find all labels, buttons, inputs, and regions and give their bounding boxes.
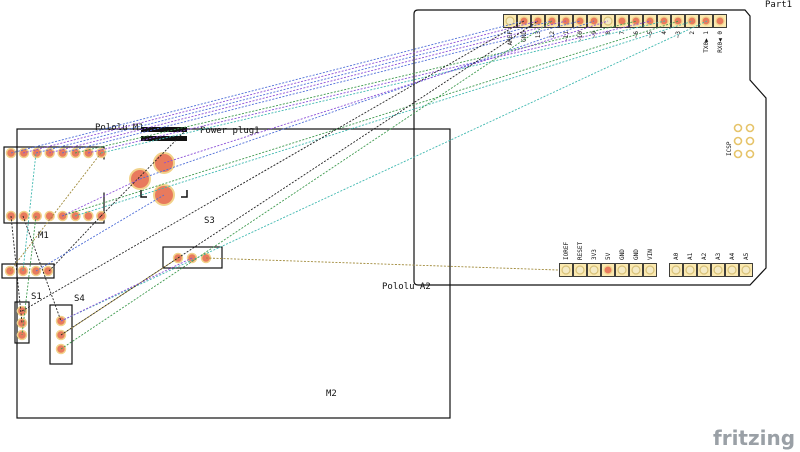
wire — [60, 20, 553, 350]
wire — [48, 215, 102, 272]
wire — [100, 129, 187, 217]
arduino-power-pin-label: 5V — [605, 252, 612, 260]
arduino-analog-pin — [685, 265, 695, 275]
arduino-part-label: Part1 — [765, 0, 792, 10]
arduino-top-pin-label: 7 — [619, 31, 626, 35]
arduino-top-pin-label: ~11 — [563, 31, 570, 42]
arduino-top-pin-label: TX0▶ 1 — [703, 31, 710, 53]
arduino-power-pin — [603, 265, 613, 275]
wire — [61, 178, 141, 217]
pololu-a2-board — [16, 128, 451, 419]
arduino-power-pin-label: GND — [633, 249, 640, 260]
s4-label: S4 — [74, 294, 85, 304]
header-strip-4pin — [1, 263, 55, 279]
arduino-top-pin — [673, 16, 683, 26]
m2-label: M2 — [326, 389, 337, 399]
arduino-power-pin-label: RESET — [577, 242, 584, 260]
arduino-analog-pin-label: A0 — [673, 252, 680, 260]
arduino-analog-pin — [671, 265, 681, 275]
arduino-top-pin-label: AREF — [507, 31, 514, 46]
arduino-top-pin — [645, 16, 655, 26]
pololu-m1-pin — [31, 210, 43, 222]
s1-label: S1 — [31, 292, 42, 302]
wire — [139, 20, 595, 180]
wire — [205, 257, 559, 271]
ratsnest-wires — [9, 20, 708, 350]
arduino-top-pin-label: 2 — [689, 31, 696, 35]
pololu-m1-driver — [3, 146, 109, 224]
arduino-analog-pin-label: A3 — [715, 252, 722, 260]
icsp-header — [733, 123, 755, 159]
arduino-analog-pin — [713, 265, 723, 275]
wire — [163, 20, 609, 164]
m1-label: M1 — [38, 231, 49, 241]
wire — [35, 20, 553, 154]
s1-switch — [14, 301, 30, 344]
wire — [60, 257, 179, 336]
wire — [61, 20, 581, 154]
wire — [60, 257, 193, 322]
arduino-power-pin — [631, 265, 641, 275]
arduino-power-pin — [617, 265, 627, 275]
wire — [74, 20, 638, 154]
power-plug — [129, 127, 188, 206]
arduino-top-pin-label: 12 — [549, 31, 556, 39]
arduino-top-pin — [631, 16, 641, 26]
arduino-analog-pin-label: A2 — [701, 252, 708, 260]
arduino-analog-pin — [741, 265, 751, 275]
arduino-header-power: IOREF RESET 3V3 5V GND GND VIN — [559, 242, 657, 277]
s3-label: S3 — [204, 216, 215, 226]
arduino-analog-pin-label: A1 — [687, 252, 694, 260]
arduino-analog-pin-label: A4 — [729, 252, 736, 260]
s3-switch — [162, 246, 223, 269]
wire — [61, 20, 680, 217]
arduino-board-outline — [413, 9, 767, 286]
arduino-power-pin-label: VIN — [647, 249, 654, 260]
pololu-m1-pin — [44, 210, 55, 222]
pololu-m1-pin — [18, 210, 30, 222]
arduino-power-pin — [561, 265, 571, 275]
wire — [22, 152, 37, 272]
wire — [87, 20, 652, 154]
wire — [9, 152, 102, 272]
arduino-analog-pin-label: A5 — [743, 252, 750, 260]
pololu-a2-label: Pololu A2 — [382, 282, 431, 292]
wire — [35, 194, 165, 272]
arduino-top-pin-label: RX0◀ 0 — [717, 31, 724, 53]
arduino-power-pin-label: 3V3 — [591, 249, 598, 260]
arduino-power-pin-label: GND — [619, 249, 626, 260]
wire — [48, 20, 567, 154]
arduino-top-pin-label: ~10 — [577, 31, 584, 42]
arduino-analog-pin — [699, 265, 709, 275]
arduino-top-pin-label: 8 — [605, 31, 612, 35]
arduino-power-pin — [589, 265, 599, 275]
arduino-power-pin — [645, 265, 655, 275]
arduino-top-pin — [715, 16, 725, 26]
arduino-header-analog: A0 A1 A2 A3 A4 A5 — [669, 252, 753, 277]
arduino-analog-pin — [727, 265, 737, 275]
power-plug-label: Power plug1 — [200, 126, 260, 136]
icsp-label: ICSP — [726, 141, 733, 156]
arduino-top-pin — [575, 16, 585, 26]
wire — [22, 20, 539, 154]
arduino-top-pin — [687, 16, 697, 26]
wire — [22, 215, 62, 322]
fritzing-logo: fritzing — [713, 426, 795, 450]
arduino-top-pin-label: ~9 — [591, 31, 598, 39]
wire — [10, 20, 525, 154]
wire — [10, 215, 23, 324]
arduino-power-pin-label: IOREF — [563, 242, 570, 260]
arduino-power-pin — [575, 265, 585, 275]
arduino-top-pin-label: 13 — [535, 31, 542, 39]
arduino-top-pin-label: 4 — [661, 31, 668, 35]
arduino-top-pin — [617, 16, 627, 26]
pololu-m1-pins — [5, 147, 107, 222]
wire — [74, 20, 694, 217]
wire — [21, 215, 37, 336]
arduino-top-pin-label: GND — [521, 31, 528, 42]
wire — [21, 20, 525, 312]
